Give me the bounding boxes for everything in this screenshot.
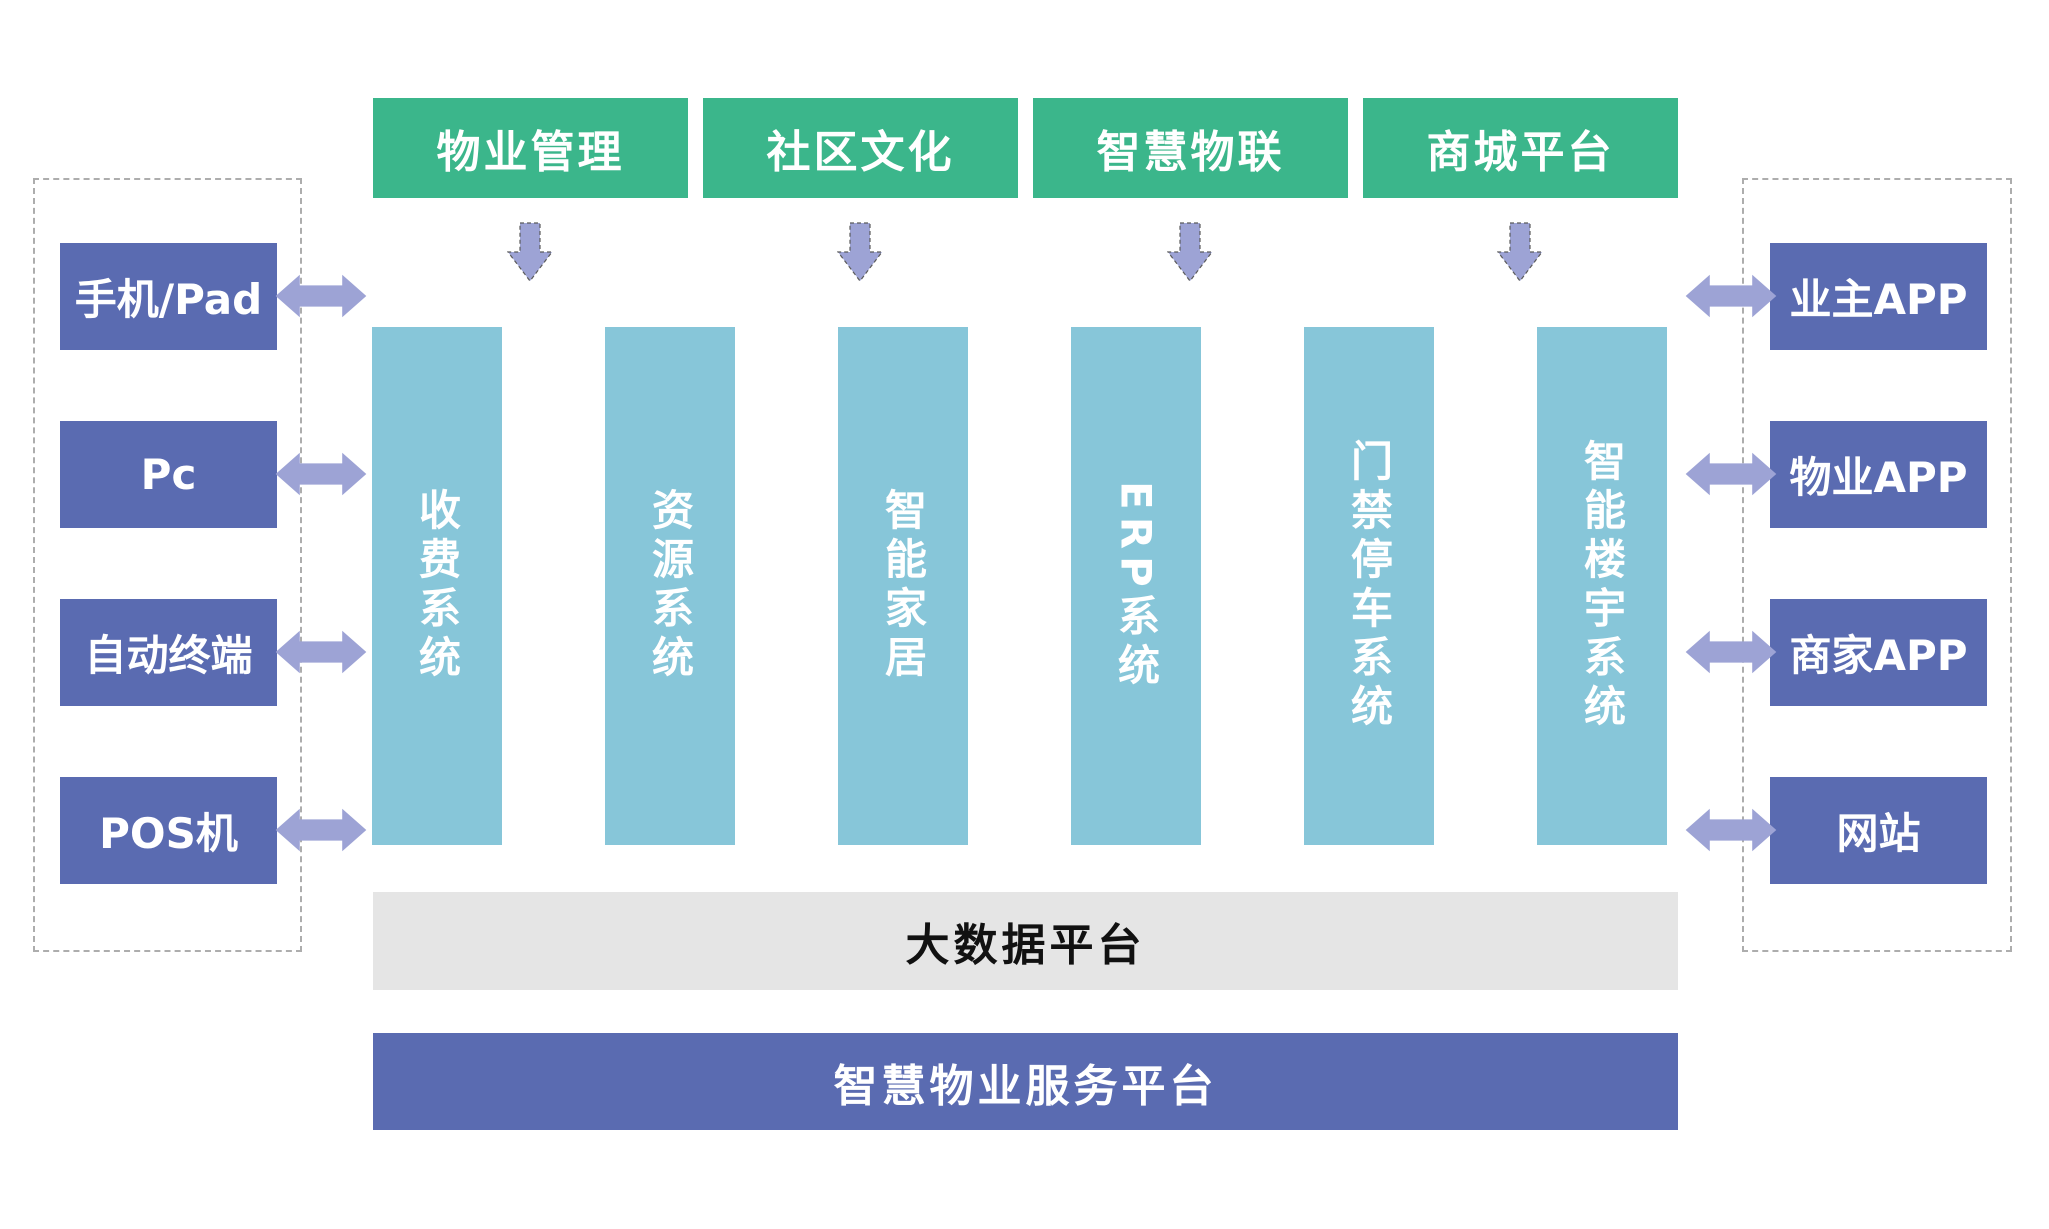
system-column-smart-building: 智能楼宇系统 xyxy=(1537,327,1667,845)
system-column-resource: 资源系统 xyxy=(605,327,735,845)
channel-box-website: 网站 xyxy=(1770,777,1987,884)
double-arrow-icon xyxy=(275,274,367,318)
down-arrow-icon xyxy=(1497,222,1543,282)
double-arrow-icon xyxy=(275,630,367,674)
down-arrow-icon xyxy=(837,222,883,282)
down-arrow-icon xyxy=(1167,222,1213,282)
double-arrow-icon xyxy=(1685,274,1777,318)
smart-property-service-platform-bar: 智慧物业服务平台 xyxy=(373,1033,1678,1130)
module-box-property-management: 物业管理 xyxy=(373,98,688,198)
channel-group-container xyxy=(1742,178,2012,952)
system-column-smart-home: 智能家居 xyxy=(838,327,968,845)
system-column-label: 门禁停车系统 xyxy=(1344,439,1394,733)
module-box-smart-iot: 智慧物联 xyxy=(1033,98,1348,198)
double-arrow-icon xyxy=(1685,808,1777,852)
down-arrow-icon xyxy=(507,222,553,282)
device-group-container xyxy=(33,178,302,952)
device-box-pc: Pc xyxy=(60,421,277,528)
double-arrow-icon xyxy=(1685,452,1777,496)
system-column-label: 智能楼宇系统 xyxy=(1577,439,1627,733)
system-column-access-parking: 门禁停车系统 xyxy=(1304,327,1434,845)
device-box-phone-pad: 手机/Pad xyxy=(60,243,277,350)
double-arrow-icon xyxy=(1685,630,1777,674)
system-column-label: 收费系统 xyxy=(412,488,462,684)
device-box-auto-terminal: 自动终端 xyxy=(60,599,277,706)
module-box-mall-platform: 商城平台 xyxy=(1363,98,1678,198)
big-data-platform-bar: 大数据平台 xyxy=(373,892,1678,990)
channel-box-property-app: 物业APP xyxy=(1770,421,1987,528)
double-arrow-icon xyxy=(275,452,367,496)
system-column-label: 智能家居 xyxy=(878,488,928,684)
device-box-pos: POS机 xyxy=(60,777,277,884)
channel-box-owner-app: 业主APP xyxy=(1770,243,1987,350)
system-column-label: 资源系统 xyxy=(645,488,695,684)
channel-box-merchant-app: 商家APP xyxy=(1770,599,1987,706)
system-column-charging: 收费系统 xyxy=(372,327,502,845)
double-arrow-icon xyxy=(275,808,367,852)
system-column-label: ERP系统 xyxy=(1111,480,1161,692)
module-box-community-culture: 社区文化 xyxy=(703,98,1018,198)
system-column-erp: ERP系统 xyxy=(1071,327,1201,845)
